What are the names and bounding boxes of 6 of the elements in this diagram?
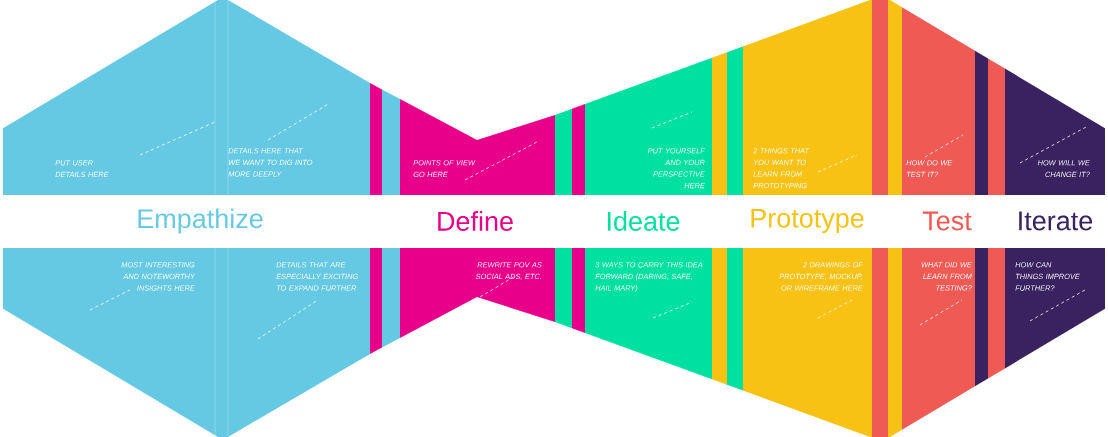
phase-title: Test [922, 211, 972, 231]
phase-title: Define [438, 211, 513, 231]
phase-title: Ideate [607, 211, 680, 231]
phase-title: Prototype [751, 208, 864, 234]
phase-title: Empathize [138, 208, 263, 234]
phase-title: Iterate [1019, 211, 1093, 231]
